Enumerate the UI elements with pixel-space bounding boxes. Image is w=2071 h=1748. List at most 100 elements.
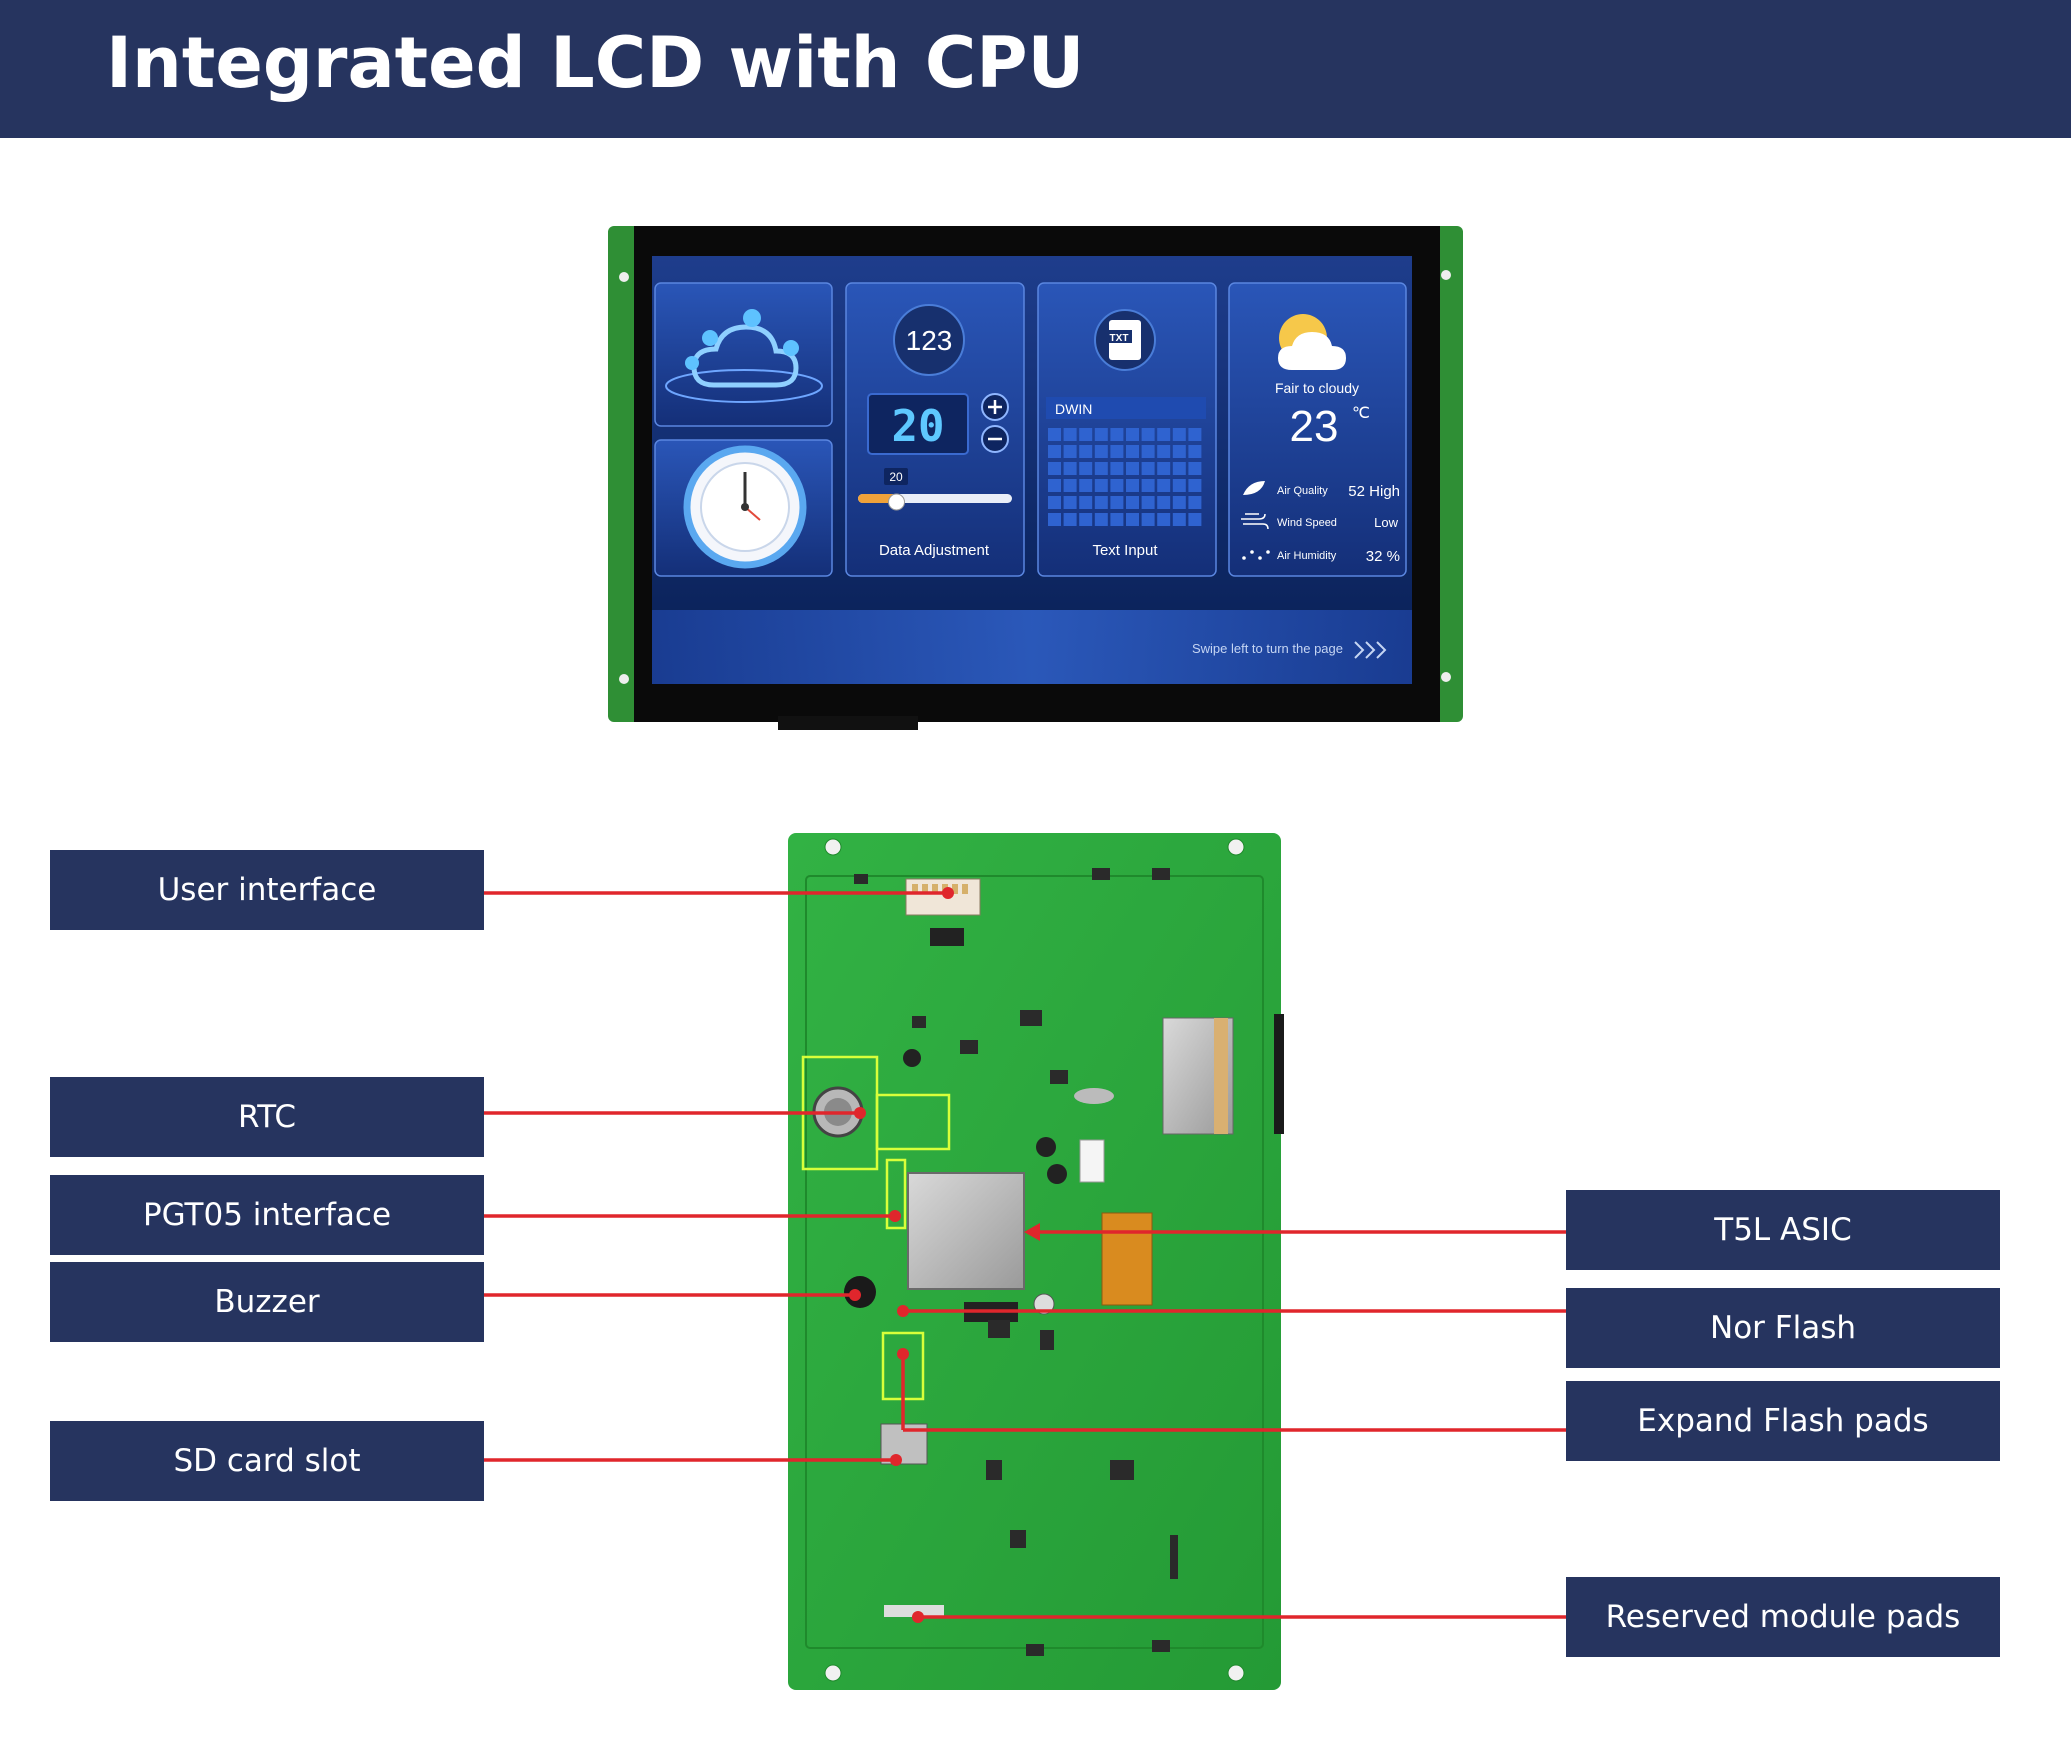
keyboard-key[interactable]	[1063, 428, 1077, 441]
temperature: 23	[1290, 402, 1339, 451]
keyboard-key[interactable]	[1141, 445, 1155, 458]
keyboard-key[interactable]	[1172, 496, 1186, 509]
keyboard-key[interactable]	[1048, 513, 1061, 526]
slider-fill	[858, 494, 897, 503]
keyboard-key[interactable]	[1141, 462, 1155, 475]
lcd-ribbon-edge	[1274, 1014, 1284, 1134]
air-quality-value: 52 High	[1348, 483, 1400, 500]
keyboard-key[interactable]	[1172, 445, 1186, 458]
wind-speed-label: Wind Speed	[1277, 517, 1337, 529]
onscreen-keyboard[interactable]	[1048, 428, 1202, 526]
callout-sd-card-slot: SD card slot	[50, 1421, 484, 1501]
lcd-module: 123 20 20 Data Adjustment TXT DWIN Text …	[608, 226, 1463, 730]
keyboard-key[interactable]	[1141, 428, 1155, 441]
keyboard-key[interactable]	[1172, 428, 1186, 441]
keyboard-key[interactable]	[1079, 428, 1093, 441]
keyboard-key[interactable]	[1110, 479, 1124, 492]
keyboard-key[interactable]	[1094, 496, 1108, 509]
keyboard-key[interactable]	[1048, 428, 1061, 441]
keyboard-key[interactable]	[1172, 462, 1186, 475]
fpc-contacts	[1214, 1018, 1228, 1134]
keyboard-key[interactable]	[1188, 445, 1202, 458]
keyboard-key[interactable]	[1141, 513, 1155, 526]
weather-condition: Fair to cloudy	[1275, 380, 1359, 396]
keyboard-key[interactable]	[1079, 513, 1093, 526]
keyboard-key[interactable]	[1110, 445, 1124, 458]
air-humidity-value: 32 %	[1366, 548, 1400, 565]
keyboard-key[interactable]	[1094, 513, 1108, 526]
page-title: Integrated LCD with CPU	[106, 22, 1085, 104]
swipe-hint: Swipe left to turn the page	[1192, 641, 1343, 656]
number-icon-badge	[893, 304, 965, 376]
keyboard-key[interactable]	[1126, 462, 1139, 475]
clock-icon	[683, 445, 807, 569]
keyboard-key[interactable]	[1126, 513, 1139, 526]
keyboard-key[interactable]	[1157, 496, 1171, 509]
keyboard-key[interactable]	[1126, 479, 1139, 492]
wind-icon	[1241, 513, 1269, 530]
keyboard-key[interactable]	[1094, 479, 1108, 492]
slider-handle[interactable]	[888, 493, 905, 511]
keyboard-key[interactable]	[1188, 513, 1202, 526]
callout-rtc: RTC	[50, 1077, 484, 1157]
keyboard-key[interactable]	[1079, 479, 1093, 492]
lcd-flex-cable	[778, 716, 918, 730]
keyboard-key[interactable]	[1188, 479, 1202, 492]
air-humidity-label: Air Humidity	[1277, 550, 1337, 562]
tile-weather-info	[1228, 282, 1407, 577]
keyboard-key[interactable]	[1188, 462, 1202, 475]
capacitor	[903, 1049, 921, 1067]
chevron-right-icon[interactable]	[1354, 641, 1387, 659]
keyboard-key[interactable]	[1063, 462, 1077, 475]
mount-hole	[824, 1664, 842, 1682]
callout-nor-flash: Nor Flash	[1566, 1288, 2000, 1368]
callout-pgt05-interface: PGT05 interface	[50, 1175, 484, 1255]
plus-icon[interactable]	[981, 393, 1009, 421]
keyboard-key[interactable]	[1157, 445, 1171, 458]
keyboard-key[interactable]	[1079, 445, 1093, 458]
keyboard-key[interactable]	[1094, 445, 1108, 458]
capacitor	[1047, 1164, 1067, 1184]
keyboard-key[interactable]	[1048, 462, 1061, 475]
keyboard-key[interactable]	[1141, 479, 1155, 492]
minus-icon[interactable]	[981, 425, 1009, 453]
keyboard-key[interactable]	[1172, 513, 1186, 526]
keyboard-key[interactable]	[1110, 513, 1124, 526]
keyboard-key[interactable]	[1126, 445, 1139, 458]
keyboard-key[interactable]	[1157, 479, 1171, 492]
keyboard-key[interactable]	[1110, 496, 1124, 509]
keyboard-key[interactable]	[1079, 462, 1093, 475]
keyboard-key[interactable]	[1048, 479, 1061, 492]
keyboard-key[interactable]	[1063, 445, 1077, 458]
keyboard-key[interactable]	[1063, 513, 1077, 526]
pcb-substrate	[788, 833, 1281, 1690]
keyboard-key[interactable]	[1157, 513, 1171, 526]
flex-cable	[1101, 1212, 1153, 1306]
leaf-icon	[1243, 481, 1265, 495]
header-bar: Integrated LCD with CPU	[0, 0, 2071, 138]
keyboard-key[interactable]	[1126, 428, 1139, 441]
keyboard-key[interactable]	[1157, 428, 1171, 441]
keyboard-key[interactable]	[1110, 428, 1124, 441]
keyboard-key[interactable]	[1048, 445, 1061, 458]
keyboard-key[interactable]	[1126, 496, 1139, 509]
keyboard-key[interactable]	[1094, 428, 1108, 441]
slider-value-badge	[884, 468, 908, 485]
keyboard-key[interactable]	[1172, 479, 1186, 492]
keyboard-key[interactable]	[1188, 428, 1202, 441]
keyboard-key[interactable]	[1110, 462, 1124, 475]
ic-chip	[930, 928, 964, 946]
callout-user-interface: User interface	[50, 850, 484, 930]
mount-hole	[1227, 838, 1245, 856]
wind-speed-value: Low	[1374, 515, 1398, 530]
tile-weather	[654, 282, 833, 427]
keyboard-key[interactable]	[1063, 496, 1077, 509]
keyboard-key[interactable]	[1141, 496, 1155, 509]
keyboard-key[interactable]	[1048, 496, 1061, 509]
keyboard-key[interactable]	[1094, 462, 1108, 475]
sun-cloud-icon	[1278, 314, 1346, 370]
keyboard-key[interactable]	[1188, 496, 1202, 509]
keyboard-key[interactable]	[1157, 462, 1171, 475]
keyboard-key[interactable]	[1063, 479, 1077, 492]
keyboard-key[interactable]	[1079, 496, 1093, 509]
